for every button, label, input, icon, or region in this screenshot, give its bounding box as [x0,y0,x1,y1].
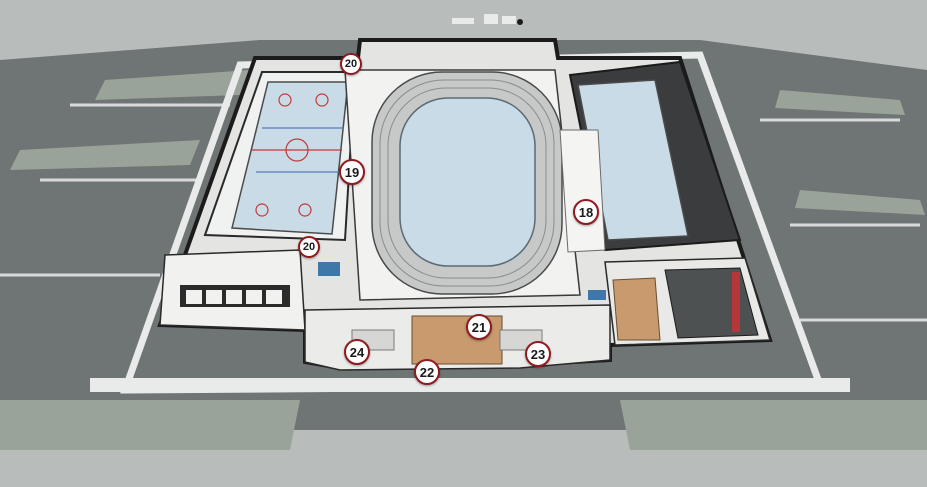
rooftop-units [452,14,516,24]
lounge-area [559,129,606,253]
marker-21[interactable]: 21 [466,314,492,340]
marker-19[interactable]: 19 [339,159,365,185]
marker-22[interactable]: 22 [414,359,440,385]
grass-islands [0,70,927,450]
marker-23[interactable]: 23 [525,341,551,367]
marker-24[interactable]: 24 [344,339,370,365]
marker-20-lower[interactable]: 20 [298,236,320,258]
parking-lines [0,103,927,322]
front-walkway [90,378,850,392]
main-ice-rink [399,97,536,267]
wood-floor-right [612,277,661,341]
marker-18[interactable]: 18 [573,199,599,225]
marker-20-top[interactable]: 20 [340,53,362,75]
